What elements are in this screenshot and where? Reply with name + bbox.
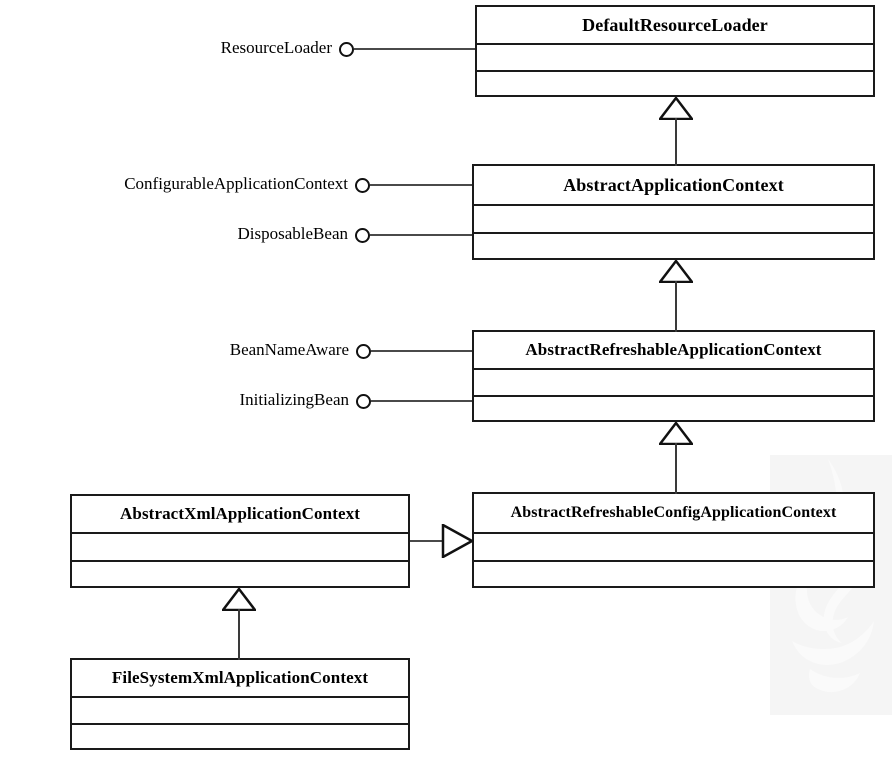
class-box-abstract-refreshable-config-application-context[interactable]: AbstractRefreshableConfigApplicationCont… bbox=[472, 492, 875, 588]
generalization-triangle-right-to-abstract-refreshable-config-application-context bbox=[441, 524, 474, 558]
generalization-line-to-abstract-application-context bbox=[675, 281, 677, 332]
generalization-triangle-up-to-default-resource-loader bbox=[659, 97, 693, 120]
interface-stem-initializing-bean bbox=[371, 400, 472, 402]
class-operations-compartment bbox=[474, 562, 873, 586]
class-operations-compartment bbox=[474, 397, 873, 420]
generalization-line-to-abstract-refreshable-application-context bbox=[675, 443, 677, 494]
interface-ball-resource-loader[interactable] bbox=[339, 42, 354, 57]
interface-label-bean-name-aware: BeanNameAware bbox=[229, 340, 349, 359]
class-name-abstract-refreshable-config-application-context: AbstractRefreshableConfigApplicationCont… bbox=[474, 494, 873, 534]
generalization-line-to-abstract-refreshable-config-application-context bbox=[410, 540, 443, 542]
interface-label-resource-loader: ResourceLoader bbox=[220, 38, 332, 57]
generalization-triangle-up-to-abstract-application-context bbox=[659, 260, 693, 283]
class-operations-compartment bbox=[72, 562, 408, 586]
interface-ball-bean-name-aware[interactable] bbox=[356, 344, 371, 359]
interface-ball-initializing-bean[interactable] bbox=[356, 394, 371, 409]
class-box-abstract-xml-application-context[interactable]: AbstractXmlApplicationContext bbox=[70, 494, 410, 588]
interface-label-initializing-bean: InitializingBean bbox=[239, 390, 349, 409]
class-attributes-compartment bbox=[72, 534, 408, 562]
class-box-file-system-xml-application-context[interactable]: FileSystemXmlApplicationContext bbox=[70, 658, 410, 750]
generalization-line-to-abstract-xml-application-context bbox=[238, 609, 240, 660]
interface-ball-disposable-bean[interactable] bbox=[355, 228, 370, 243]
interface-label-disposable-bean: DisposableBean bbox=[237, 224, 348, 243]
class-operations-compartment bbox=[72, 725, 408, 748]
class-name-abstract-xml-application-context: AbstractXmlApplicationContext bbox=[72, 496, 408, 534]
interface-stem-configurable-application-context bbox=[370, 184, 472, 186]
class-attributes-compartment bbox=[72, 698, 408, 725]
generalization-line-to-default-resource-loader bbox=[675, 118, 677, 166]
class-name-abstract-application-context: AbstractApplicationContext bbox=[474, 166, 873, 206]
generalization-triangle-up-to-abstract-xml-application-context bbox=[222, 588, 256, 611]
class-name-default-resource-loader: DefaultResourceLoader bbox=[477, 7, 873, 45]
interface-stem-resource-loader bbox=[354, 48, 475, 50]
interface-stem-bean-name-aware bbox=[371, 350, 472, 352]
class-attributes-compartment bbox=[474, 370, 873, 397]
class-attributes-compartment bbox=[477, 45, 873, 72]
interface-stem-disposable-bean bbox=[370, 234, 472, 236]
class-attributes-compartment bbox=[474, 534, 873, 562]
class-attributes-compartment bbox=[474, 206, 873, 234]
interface-ball-configurable-application-context[interactable] bbox=[355, 178, 370, 193]
generalization-triangle-up-to-abstract-refreshable-application-context bbox=[659, 422, 693, 445]
class-name-file-system-xml-application-context: FileSystemXmlApplicationContext bbox=[72, 660, 408, 698]
class-box-default-resource-loader[interactable]: DefaultResourceLoader bbox=[475, 5, 875, 97]
class-operations-compartment bbox=[474, 234, 873, 258]
class-name-abstract-refreshable-application-context: AbstractRefreshableApplicationContext bbox=[474, 332, 873, 370]
class-box-abstract-refreshable-application-context[interactable]: AbstractRefreshableApplicationContext bbox=[472, 330, 875, 422]
interface-label-configurable-application-context: ConfigurableApplicationContext bbox=[124, 174, 348, 193]
class-operations-compartment bbox=[477, 72, 873, 95]
class-box-abstract-application-context[interactable]: AbstractApplicationContext bbox=[472, 164, 875, 260]
